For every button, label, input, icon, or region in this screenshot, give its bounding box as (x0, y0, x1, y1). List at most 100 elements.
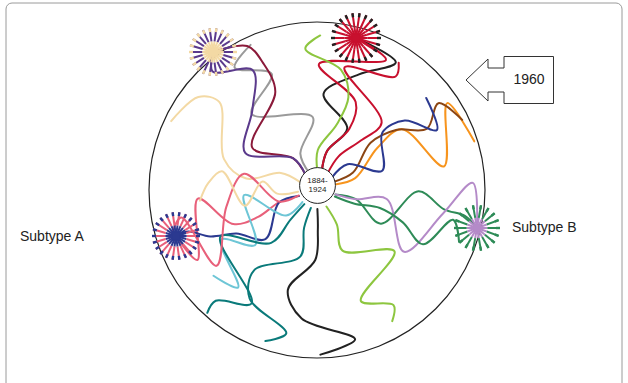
lineage-line (200, 171, 298, 206)
burst-tip (479, 247, 482, 251)
burst-tip (472, 247, 475, 251)
burst-tip (358, 59, 361, 63)
burst-spoke (178, 247, 180, 260)
burst-spoke (352, 13, 354, 27)
burst-tip (365, 15, 367, 19)
lineage-line (335, 197, 459, 245)
burst-tip (197, 34, 200, 37)
burst-center (209, 48, 217, 56)
burst-tip (479, 205, 482, 209)
lineage-line (305, 35, 348, 171)
burst-tip (332, 44, 336, 45)
burst-spoke (459, 235, 469, 243)
frame (6, 3, 622, 383)
burst-spoke (482, 237, 488, 248)
burst-tip (370, 19, 373, 22)
burst-tip (178, 256, 181, 260)
star-burst (189, 28, 237, 76)
burst-tip (232, 58, 236, 59)
burst-spoke (332, 31, 345, 35)
burst-tip (340, 19, 343, 22)
lineage-line (332, 98, 438, 178)
burst-tip (184, 214, 186, 218)
burst-tip (459, 240, 462, 243)
burst-spoke (454, 227, 467, 229)
burst-tip (215, 28, 218, 32)
subtype-label: Subtype A (20, 228, 84, 244)
lineage-line (172, 174, 299, 266)
burst-tip (160, 251, 163, 254)
burst-spoke (180, 246, 185, 258)
burst-tip (335, 24, 338, 26)
lineage-line (288, 209, 355, 355)
burst-spoke (215, 63, 217, 76)
lineage-line (319, 38, 386, 172)
burst-spoke (367, 31, 380, 35)
burst-tip (459, 213, 462, 216)
burst-spoke (185, 223, 196, 230)
burst-tip (492, 213, 495, 216)
burst-center (172, 232, 180, 240)
burst-spoke (358, 13, 360, 27)
burst-spoke (466, 237, 472, 248)
burst-tip (153, 242, 157, 243)
burst-tip (346, 15, 348, 19)
burst-tip (487, 244, 489, 247)
burst-spoke (223, 55, 236, 59)
burst-spoke (358, 49, 360, 63)
burst-tip (466, 244, 468, 247)
burst-tip (351, 59, 354, 63)
burst-spoke (466, 208, 472, 219)
burst-tip (495, 234, 499, 235)
burst-tip (189, 51, 193, 53)
burst-tip (196, 235, 200, 237)
lineage-line (176, 196, 299, 260)
burst-spoke (217, 62, 222, 74)
burst-spoke (223, 45, 236, 49)
star-burst (454, 205, 500, 250)
burst-spoke (487, 227, 500, 229)
burst-tip (190, 58, 194, 59)
burst-spoke (215, 28, 217, 41)
burst-tip (190, 45, 194, 46)
burst-tip (221, 70, 223, 74)
burst-spoke (331, 37, 345, 39)
burst-tip (232, 45, 236, 46)
outer-circle (149, 22, 485, 358)
burst-tip (455, 220, 459, 221)
burst-spoke (166, 214, 171, 226)
burst-spoke (487, 220, 499, 224)
burst-tip (374, 49, 377, 51)
burst-tip (208, 72, 211, 76)
burst-spoke (210, 28, 212, 41)
burst-tip (455, 234, 459, 235)
burst-tip (184, 254, 186, 258)
burst-tip (156, 247, 159, 249)
burst-tip (189, 251, 192, 254)
burst-tip (195, 229, 199, 230)
burst-tip (346, 57, 348, 61)
star-burst (152, 212, 200, 260)
burst-spoke (153, 239, 166, 243)
burst-tip (156, 223, 159, 225)
burst-spoke (173, 247, 175, 260)
burst-spoke (332, 41, 345, 45)
burst-tip (193, 247, 196, 249)
star-bursts (152, 13, 500, 260)
burst-tip (487, 208, 489, 211)
burst-tip (226, 67, 229, 70)
lineage-line (213, 45, 306, 174)
burst-tip (331, 37, 335, 39)
burst-spoke (335, 44, 347, 51)
burst-spoke (361, 48, 367, 61)
burst-tip (472, 205, 475, 209)
burst-spoke (485, 235, 495, 243)
burst-tip (166, 254, 168, 258)
lineage-line (334, 103, 462, 182)
lineage-line (327, 63, 398, 174)
burst-spoke (153, 229, 166, 233)
burst-tip (171, 256, 174, 260)
burst-tip (171, 212, 174, 216)
burst-tip (466, 208, 468, 211)
